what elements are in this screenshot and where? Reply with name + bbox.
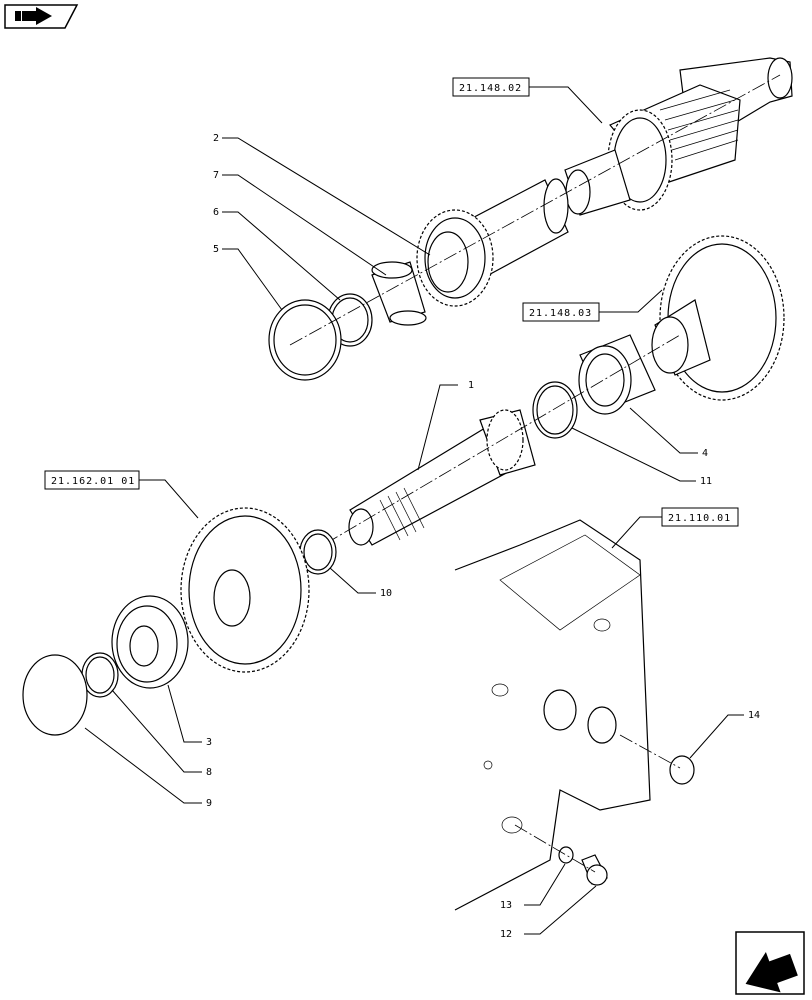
leader-14 — [689, 714, 744, 759]
snap-ring-11 — [532, 381, 578, 439]
leader-2 — [222, 137, 431, 256]
leader-8 — [111, 689, 202, 773]
bushing — [371, 261, 427, 326]
screw-axis-line — [514, 824, 596, 873]
screw-12 — [581, 854, 608, 886]
leader-6 — [222, 211, 341, 301]
leader-12 — [524, 885, 597, 935]
leader-1 — [417, 384, 458, 471]
leader-9 — [84, 727, 202, 804]
callout-1: 1 — [468, 380, 474, 391]
snap-ring-10 — [299, 529, 337, 575]
large-gear-lower — [180, 507, 310, 673]
leader-10 — [329, 567, 376, 594]
callout-14: 14 — [748, 710, 760, 721]
plug-axis-line — [619, 734, 681, 769]
leader-shaft-ref — [529, 86, 603, 124]
ball-bearing — [111, 595, 189, 689]
leader-13 — [524, 863, 566, 906]
plug-14 — [669, 755, 695, 785]
callout-11: 11 — [700, 476, 712, 487]
callout-5: 5 — [213, 244, 219, 255]
callout-10: 10 — [380, 588, 392, 599]
callout-2: 2 — [213, 133, 219, 144]
ref-box-gear[interactable]: 21.148.03 — [522, 302, 600, 322]
leader-housing-ref — [611, 516, 662, 549]
snap-ring-5 — [268, 299, 342, 381]
callout-9: 9 — [206, 798, 212, 809]
callout-12: 12 — [500, 929, 512, 940]
needle-bearing — [578, 334, 656, 415]
leader-left-gear-ref — [139, 479, 199, 519]
leader-7 — [222, 174, 387, 276]
callout-7: 7 — [213, 170, 219, 181]
callout-8: 8 — [206, 767, 212, 778]
leader-11 — [571, 427, 696, 482]
upper-axis-line — [289, 74, 781, 346]
circlip-8 — [81, 652, 119, 698]
callout-6: 6 — [213, 207, 219, 218]
callout-3: 3 — [206, 737, 212, 748]
ref-box-left-gear[interactable]: 21.162.01 01 — [44, 470, 140, 490]
callout-4: 4 — [702, 448, 708, 459]
synchro-ring — [416, 209, 494, 307]
svg-text:21.148.02: 21.148.02 — [459, 83, 522, 94]
svg-text:21.110.01: 21.110.01 — [668, 513, 731, 524]
next-page-arrow-icon[interactable] — [735, 931, 805, 1000]
leader-5 — [222, 248, 283, 311]
housing — [454, 519, 651, 911]
ref-box-housing[interactable]: 21.110.01 — [661, 507, 739, 527]
callout-13: 13 — [500, 900, 512, 911]
large-gear-upper — [651, 235, 785, 401]
leader-3 — [167, 684, 202, 743]
washer-13 — [558, 846, 574, 864]
svg-text:21.162.01 01: 21.162.01 01 — [51, 476, 135, 487]
leader-gear-ref — [599, 289, 663, 313]
main-shaft — [348, 409, 536, 546]
ref-box-shaft[interactable]: 21.148.02 — [452, 77, 530, 97]
svg-text:21.148.03: 21.148.03 — [529, 308, 592, 319]
cover-cap — [22, 654, 88, 736]
folder-arrow-icon[interactable] — [4, 4, 79, 29]
leader-4 — [629, 407, 698, 454]
